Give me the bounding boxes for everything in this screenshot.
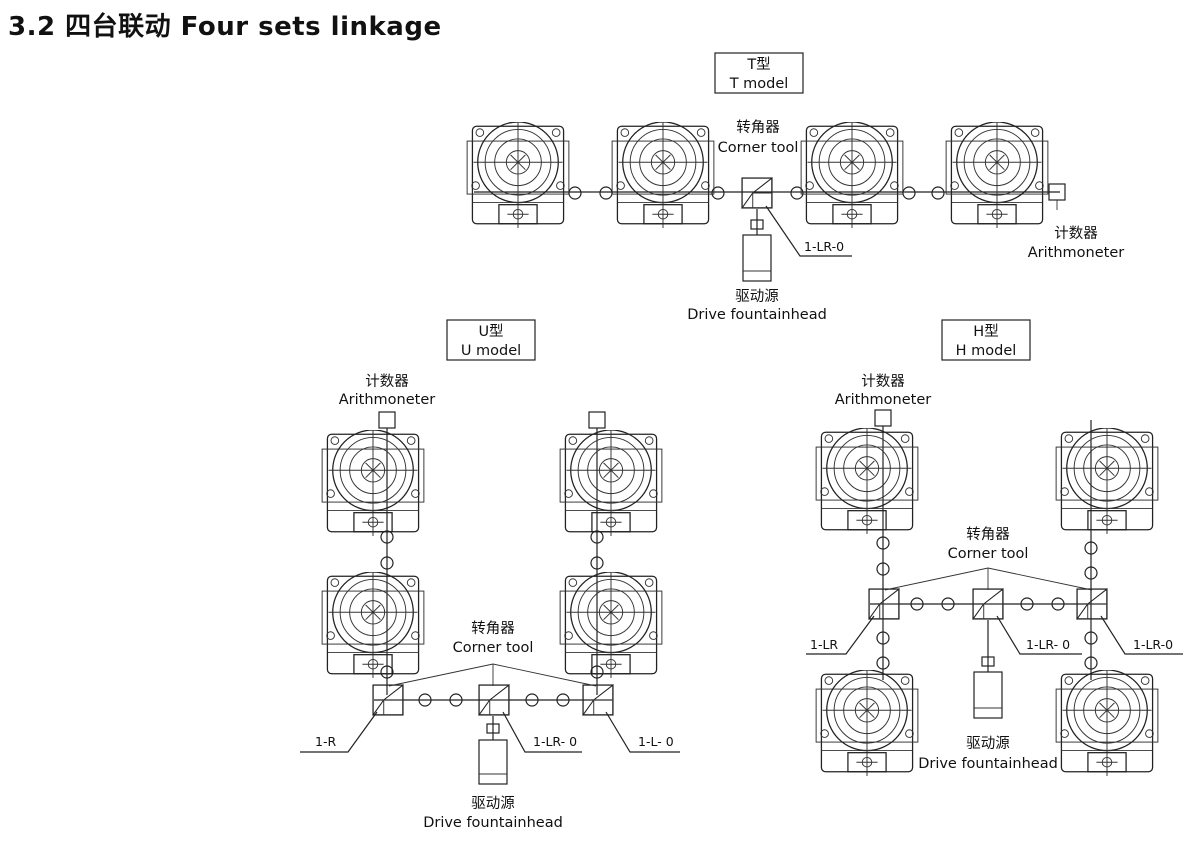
t-jack-4 — [945, 122, 1049, 228]
h-counter-en: Arithmoneter — [835, 392, 931, 408]
u-drive-motor — [478, 739, 508, 785]
h-model-title-cn: H型 — [973, 323, 998, 340]
t-jack-2 — [611, 122, 715, 228]
coupling — [876, 656, 890, 670]
h-code-mid: 1-LR- 0 — [1026, 637, 1070, 652]
u-counter — [378, 411, 396, 429]
u-code-right: 1-L- 0 — [638, 734, 674, 749]
coupling — [590, 556, 604, 570]
h-jack-1 — [815, 428, 919, 534]
h-model-title-en: H model — [956, 343, 1017, 359]
u-counter-cn: 计数器 — [365, 373, 409, 390]
coupling — [1084, 541, 1098, 555]
coupling — [449, 693, 463, 707]
t-corner-en: Corner tool — [718, 140, 799, 156]
t-model-title-cn: T型 — [746, 56, 770, 73]
h-drive-cn: 驱动源 — [966, 735, 1010, 752]
t-code-corner: 1-LR-0 — [804, 239, 844, 254]
u-jack-3 — [559, 430, 663, 536]
t-drive-en: Drive fountainhead — [687, 307, 827, 323]
coupling — [418, 693, 432, 707]
t-counter-cn: 计数器 — [1054, 225, 1098, 242]
h-corner-cn: 转角器 — [966, 526, 1010, 543]
coupling — [380, 530, 394, 544]
u-drive-en: Drive fountainhead — [423, 815, 563, 831]
h-code-right: 1-LR-0 — [1133, 637, 1173, 652]
t-jack-3 — [800, 122, 904, 228]
h-corner-en: Corner tool — [948, 546, 1029, 562]
u-model-title-cn: U型 — [478, 323, 503, 340]
u-model-title-en: U model — [461, 343, 521, 359]
coupling — [790, 186, 804, 200]
t-drive-cn: 驱动源 — [735, 288, 779, 305]
u-model-title-box — [446, 319, 536, 361]
u-counter-en: Arithmoneter — [339, 392, 435, 408]
coupling — [876, 631, 890, 645]
t-model-title-en: T model — [729, 76, 789, 92]
u-jack-4 — [559, 572, 663, 678]
h-jack-2 — [1055, 428, 1159, 534]
h-counter-cn: 计数器 — [861, 373, 905, 390]
u-code-mid: 1-LR- 0 — [533, 734, 577, 749]
coupling — [568, 186, 582, 200]
coupling — [1084, 631, 1098, 645]
u-corner-en: Corner tool — [453, 640, 534, 656]
coupling — [902, 186, 916, 200]
u-model-group: U型 U model 计数器 Arithmoneter 转角器 Corner t… — [300, 319, 680, 831]
u-drive-cn: 驱动源 — [471, 795, 515, 812]
h-counter — [874, 409, 892, 427]
coupling — [525, 693, 539, 707]
coupling — [1084, 656, 1098, 670]
coupling — [380, 665, 394, 679]
coupling — [1051, 597, 1065, 611]
t-counter-en: Arithmoneter — [1028, 245, 1124, 261]
coupling — [599, 186, 613, 200]
coupling — [590, 665, 604, 679]
coupling — [1084, 566, 1098, 580]
t-corner-cn: 转角器 — [736, 119, 780, 136]
t-model-title-box — [714, 52, 804, 94]
coupling — [876, 562, 890, 576]
coupling — [910, 597, 924, 611]
coupling — [380, 556, 394, 570]
t-drive-motor — [742, 234, 772, 282]
h-drive-motor — [973, 671, 1003, 719]
coupling — [931, 186, 945, 200]
t-corner-tool — [741, 177, 773, 209]
page-title: 3.2 四台联动 Four sets linkage — [8, 12, 442, 42]
u-jack-2 — [321, 572, 425, 678]
h-code-left: 1-LR — [810, 637, 838, 652]
coupling — [590, 530, 604, 544]
coupling — [941, 597, 955, 611]
h-model-title-box — [941, 319, 1031, 361]
u-jack-1 — [321, 430, 425, 536]
u-corner-cn: 转角器 — [471, 620, 515, 637]
u-code-left: 1-R — [315, 734, 336, 749]
t-model-group: T型 T model 转角器 Corner tool 1-LR-0 驱动源 Dr… — [466, 52, 1124, 323]
coupling — [1020, 597, 1034, 611]
h-jack-4 — [1055, 670, 1159, 776]
u-counter-right — [588, 411, 606, 429]
coupling — [556, 693, 570, 707]
t-jack-1 — [466, 122, 570, 228]
h-model-group: H型 H model 计数器 Arithmoneter 转角器 Corner t… — [806, 319, 1183, 776]
h-jack-3 — [815, 670, 919, 776]
coupling — [711, 186, 725, 200]
coupling — [876, 536, 890, 550]
h-drive-en: Drive fountainhead — [918, 756, 1058, 772]
